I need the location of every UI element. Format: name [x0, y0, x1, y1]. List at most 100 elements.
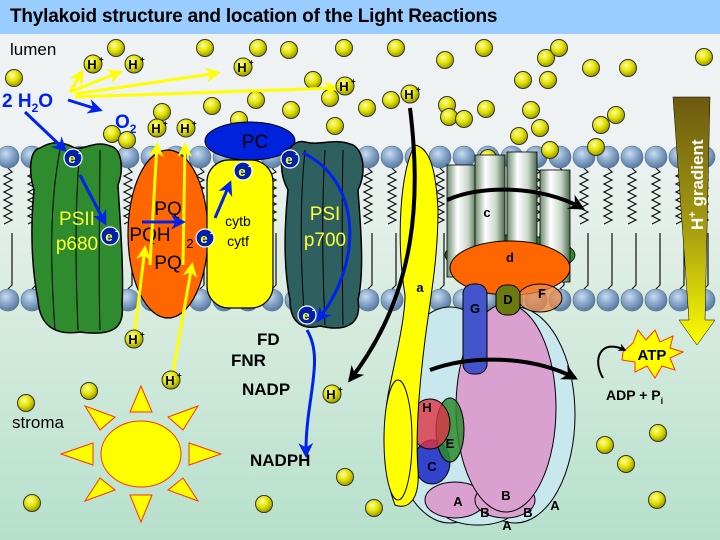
- lipid-tail: [631, 233, 637, 290]
- lipid-head: [620, 145, 644, 169]
- electron: e-: [297, 305, 317, 325]
- proton-dot: [107, 39, 125, 57]
- nadph-label: NADPH: [250, 451, 310, 470]
- electron: e-: [195, 228, 215, 248]
- subunit-B-right-label: B: [523, 505, 532, 520]
- lipid-head: [0, 288, 20, 312]
- proton-dot: [537, 49, 555, 67]
- proton-h-plus: H+: [124, 329, 145, 349]
- proton-release-arrows: [68, 67, 339, 373]
- pqh2-label: PQH: [129, 225, 170, 246]
- lipid-tail: [386, 167, 398, 225]
- proton-charge: +: [416, 85, 421, 94]
- lipid-tail: [434, 167, 446, 225]
- proton-flow-arrow: [348, 107, 417, 383]
- electron-markers: e-e-e-e-e-e-: [63, 148, 317, 325]
- rotation-arrow-c-ring: [446, 187, 585, 210]
- title-bar: Thylakoid structure and location of the …: [0, 0, 720, 34]
- pqh2-subscript: 2: [186, 236, 193, 251]
- proton-dot: [522, 101, 540, 119]
- water-label: 2 H2O: [2, 91, 53, 115]
- lipid-head: [380, 145, 404, 169]
- electron-charge: -: [248, 161, 251, 171]
- proton-dot: [23, 494, 41, 512]
- electron: e-: [280, 149, 300, 169]
- subunit-a-label: a: [416, 280, 424, 295]
- plastocyanin: PC: [204, 121, 296, 161]
- subunit-G: [462, 283, 488, 375]
- proton-charge: +: [249, 58, 254, 67]
- proton-dot: [304, 71, 322, 89]
- proton-dot: [5, 69, 23, 87]
- proton-dot: [617, 455, 635, 473]
- proton-dot: [550, 39, 568, 57]
- rotation-arrow-head: [429, 357, 578, 380]
- proton-label: H: [151, 121, 160, 136]
- electron-charge: -: [210, 228, 213, 238]
- electron-label: e: [302, 308, 309, 323]
- proton-dot: [196, 39, 214, 57]
- proton-h-plus: H+: [83, 54, 104, 74]
- lipid-head: [572, 288, 596, 312]
- proton-dot: [582, 59, 600, 77]
- subunit-A-left-label: A: [453, 494, 463, 509]
- subunit-G-label: G: [470, 301, 480, 316]
- proton-dot: [118, 131, 136, 149]
- subunit-E-label: E: [446, 436, 455, 451]
- proton-dot: [648, 491, 666, 509]
- proton-dot: [592, 116, 610, 134]
- atp-formation-arrow: [597, 343, 627, 379]
- proton-dot: [475, 39, 493, 57]
- proton-h-plus: H+: [161, 370, 182, 390]
- proton-dot: [365, 499, 383, 517]
- proton-label: H: [128, 332, 137, 347]
- lipid-head: [0, 145, 20, 169]
- lipid-tail: [583, 233, 589, 290]
- proton-dot: [321, 89, 339, 107]
- proton-charge: +: [140, 55, 145, 64]
- fnr-label: FNR: [231, 351, 266, 370]
- pc-body: [204, 121, 296, 161]
- proton-dot: [335, 39, 353, 57]
- proton-label: H: [339, 79, 348, 94]
- electron-label: e: [285, 152, 292, 167]
- lipid-tail: [607, 233, 613, 290]
- lipid-head: [644, 288, 668, 312]
- subunit-d-label: d: [506, 250, 514, 265]
- lipid-head: [596, 288, 620, 312]
- proton-dots: [5, 39, 713, 517]
- water-splitting: 2 H2O O2: [2, 91, 137, 136]
- proton-dot: [477, 100, 495, 118]
- proton-dot: [649, 424, 667, 442]
- subunit-D: [495, 284, 521, 316]
- lipid-tail: [362, 167, 374, 225]
- electron: e-: [233, 161, 253, 181]
- proton-dot: [695, 48, 713, 66]
- proton-h-plus: H+: [147, 118, 168, 138]
- proton-label: H: [87, 57, 96, 72]
- proton-h-plus: H+: [176, 118, 197, 138]
- proton-dot: [153, 103, 171, 121]
- lipid-head: [356, 288, 380, 312]
- electron-charge: -: [115, 226, 118, 236]
- subunit-a: a: [383, 144, 439, 507]
- proton-label: H: [180, 121, 189, 136]
- pq-top-label: PQ: [154, 199, 181, 220]
- proton-dot: [382, 91, 400, 109]
- proton-label: H: [237, 60, 246, 75]
- proton-charge: +: [163, 119, 168, 128]
- proton-h-plus: H+: [400, 84, 421, 104]
- psii-pigment-label: p680: [56, 234, 98, 255]
- subunit-H-label: H: [422, 400, 431, 415]
- subunit-C-label: C: [427, 459, 437, 474]
- lipid-tail: [367, 233, 373, 290]
- photosystem-i: PSI p700: [280, 140, 364, 329]
- photosystem-ii: PSII p680: [29, 142, 124, 334]
- lipid-tail: [655, 233, 661, 290]
- electron-label: e: [105, 229, 112, 244]
- subunit-D-label: D: [503, 292, 512, 307]
- fd-label: FD: [257, 330, 280, 349]
- electron-label: e: [238, 164, 245, 179]
- electron-flow-arrows: [23, 98, 352, 458]
